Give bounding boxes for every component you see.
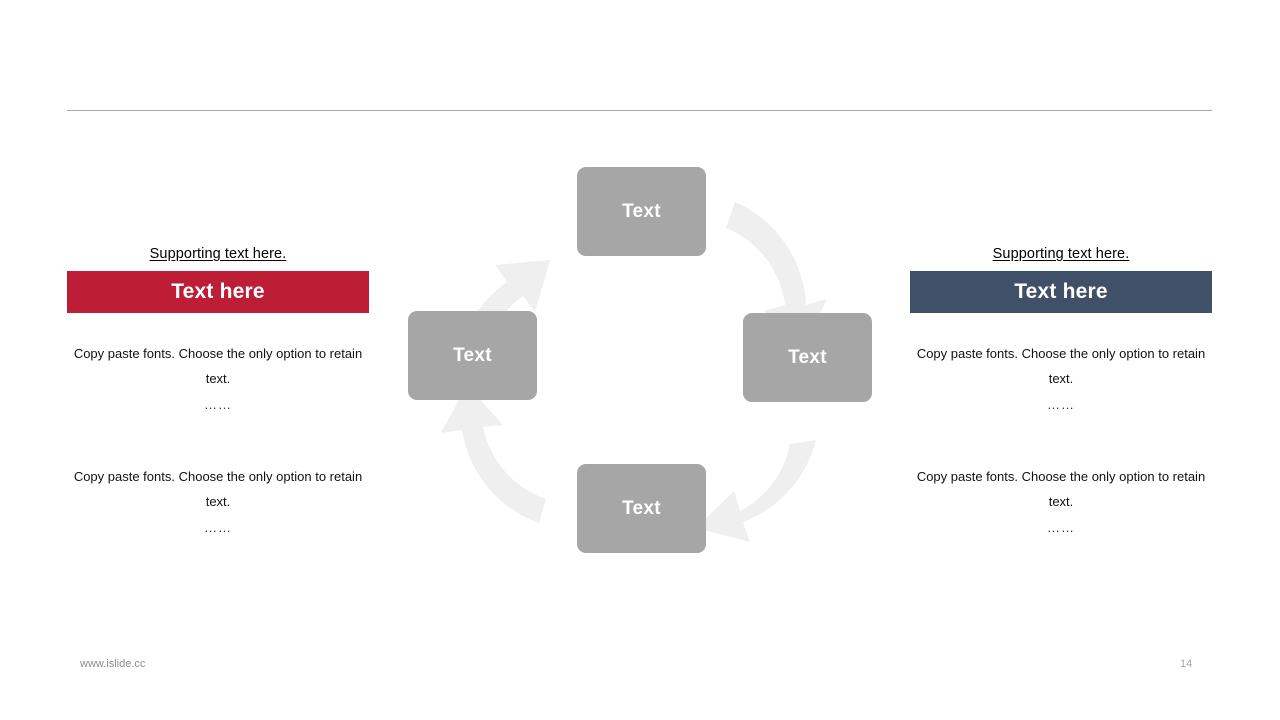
left-body-upper-dots: …… bbox=[204, 396, 232, 412]
footer-url[interactable]: www.islide.cc bbox=[80, 658, 146, 670]
cycle-node-top[interactable]: Text bbox=[577, 167, 706, 256]
left-body-lower-line2: to retain text. bbox=[205, 469, 363, 510]
header-divider bbox=[67, 110, 1212, 111]
cycle-node-bottom[interactable]: Text bbox=[577, 464, 706, 553]
left-body-upper: Copy paste fonts. Choose the only option… bbox=[67, 341, 369, 417]
left-body-upper-line1: Copy paste fonts. Choose the only option bbox=[73, 346, 312, 361]
left-body-lower-dots: …… bbox=[204, 519, 232, 535]
left-content-panel: Supporting text here. Text here Copy pas… bbox=[67, 246, 369, 546]
right-title-bar[interactable]: Text here bbox=[910, 271, 1212, 313]
left-supporting-text: Supporting text here. bbox=[149, 246, 287, 262]
right-supporting-text: Supporting text here. bbox=[992, 246, 1130, 262]
right-body-lower-line2: to retain text. bbox=[1048, 469, 1206, 510]
right-body-upper-line1: Copy paste fonts. Choose the only option bbox=[916, 346, 1155, 361]
left-body-lower: Copy paste fonts. Choose the only option… bbox=[67, 464, 369, 540]
right-body-upper: Copy paste fonts. Choose the only option… bbox=[910, 341, 1212, 417]
cycle-node-right[interactable]: Text bbox=[743, 313, 872, 402]
right-body-upper-line2: to retain text. bbox=[1048, 346, 1206, 387]
cycle-diagram: Text Text Text Text bbox=[395, 150, 885, 570]
right-content-panel: Supporting text here. Text here Copy pas… bbox=[910, 246, 1212, 546]
right-body-lower: Copy paste fonts. Choose the only option… bbox=[910, 464, 1212, 540]
arrow-bottom-to-left-icon bbox=[441, 385, 546, 523]
cycle-node-left[interactable]: Text bbox=[408, 311, 537, 400]
right-body-lower-dots: …… bbox=[1047, 519, 1075, 535]
right-body-upper-dots: …… bbox=[1047, 396, 1075, 412]
page-number: 14 bbox=[1180, 658, 1193, 670]
arrow-top-to-right-icon bbox=[726, 202, 827, 349]
right-body-lower-line1: Copy paste fonts. Choose the only option bbox=[916, 469, 1155, 484]
left-body-upper-line2: to retain text. bbox=[205, 346, 363, 387]
left-title-bar[interactable]: Text here bbox=[67, 271, 369, 313]
left-body-lower-line1: Copy paste fonts. Choose the only option bbox=[73, 469, 312, 484]
arrow-right-to-bottom-icon bbox=[696, 440, 816, 542]
